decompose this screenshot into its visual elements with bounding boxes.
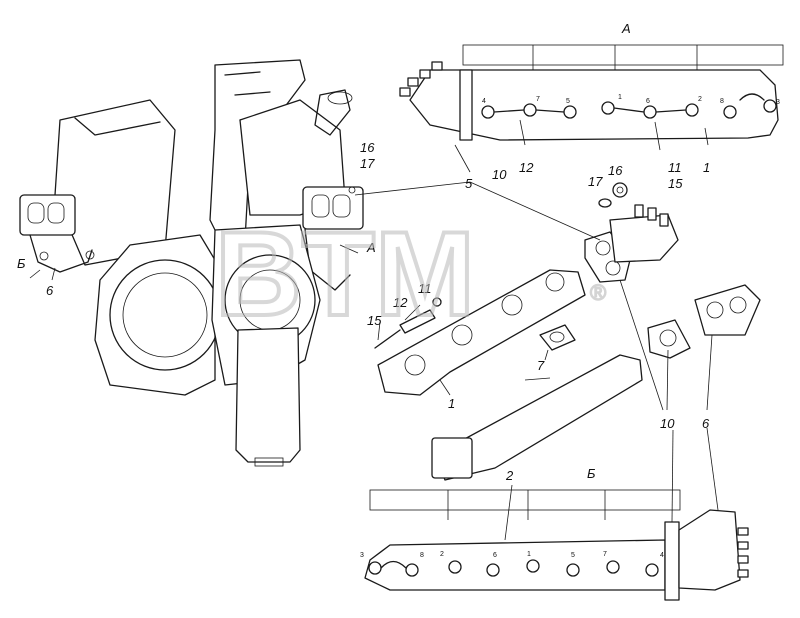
- order-a-num-8: 3: [776, 99, 780, 106]
- callout-15-mid: 15: [367, 313, 382, 328]
- callout-10-top: 10: [492, 167, 507, 182]
- watermark-text: BTM: [215, 207, 475, 341]
- order-a-num-2: 7: [536, 96, 540, 103]
- callout-10-right: 10: [660, 416, 675, 431]
- order-b-num-6: 5: [571, 552, 575, 559]
- order-a-num-3: 5: [566, 98, 570, 105]
- view-a-manifold-plan: 4 7 5 1 6 2 8 3: [399, 44, 784, 141]
- view-label-b-bottom: Б: [587, 466, 596, 481]
- callout-16-right: 16: [608, 163, 623, 178]
- callout-6-right: 6: [702, 416, 710, 431]
- callout-1-top: 1: [703, 160, 710, 175]
- view-label-a-top: А: [621, 21, 631, 36]
- watermark-registered-mark: ®: [590, 280, 606, 305]
- callout-1-mid: 1: [448, 396, 455, 411]
- order-b-num-2: 8: [420, 552, 424, 559]
- callout-12-top: 12: [519, 160, 534, 175]
- callout-6-left: 6: [46, 283, 54, 298]
- callout-5: 5: [465, 176, 473, 191]
- order-b-num-5: 1: [527, 551, 531, 558]
- callout-15-top: 15: [668, 176, 683, 191]
- btm-watermark-logo: BTM ®: [213, 205, 607, 343]
- exploded-parts: [374, 182, 761, 481]
- callout-12-mid: 12: [393, 295, 408, 310]
- order-a-num-5: 6: [646, 98, 650, 105]
- view-b-port-row: [368, 559, 659, 577]
- view-b-outlet-studs: [737, 527, 749, 578]
- view-b-manifold-plan: 3 8 2 6 1 5 7 4: [360, 489, 749, 601]
- order-a-num-6: 2: [698, 96, 702, 103]
- callout-2: 2: [505, 468, 514, 483]
- callout-7-mid: 7: [537, 358, 545, 373]
- order-a-num-7: 8: [720, 98, 724, 105]
- order-a-num-4: 1: [618, 94, 622, 101]
- view-a-port-row: [481, 93, 777, 119]
- order-b-num-1: 3: [360, 552, 364, 559]
- view-label-a-left: А: [366, 240, 376, 255]
- callout-16-left: 16: [360, 140, 375, 155]
- order-b-num-3: 2: [440, 551, 444, 558]
- order-b-num-7: 7: [603, 551, 607, 558]
- callout-labels: А А Б Б 10 12 11 15 1 5 16 17 16 17 6 11…: [17, 21, 710, 483]
- view-a-outlet-studs: [399, 61, 443, 97]
- view-b-firing-order: 3 8 2 6 1 5 7 4: [360, 551, 664, 559]
- order-b-num-8: 4: [660, 552, 664, 559]
- view-a-firing-order: 4 7 5 1 6 2 8 3: [482, 94, 780, 106]
- callout-11-mid: 11: [418, 281, 432, 296]
- callout-17-right: 17: [588, 174, 603, 189]
- order-b-num-4: 6: [493, 552, 497, 559]
- view-label-b-left: Б: [17, 256, 26, 271]
- leader-lines: [29, 119, 719, 541]
- callout-11-top: 11: [668, 160, 682, 175]
- callout-17-left: 17: [360, 156, 375, 171]
- order-a-num-1: 4: [482, 98, 486, 105]
- engine-block-drawing: [19, 59, 364, 467]
